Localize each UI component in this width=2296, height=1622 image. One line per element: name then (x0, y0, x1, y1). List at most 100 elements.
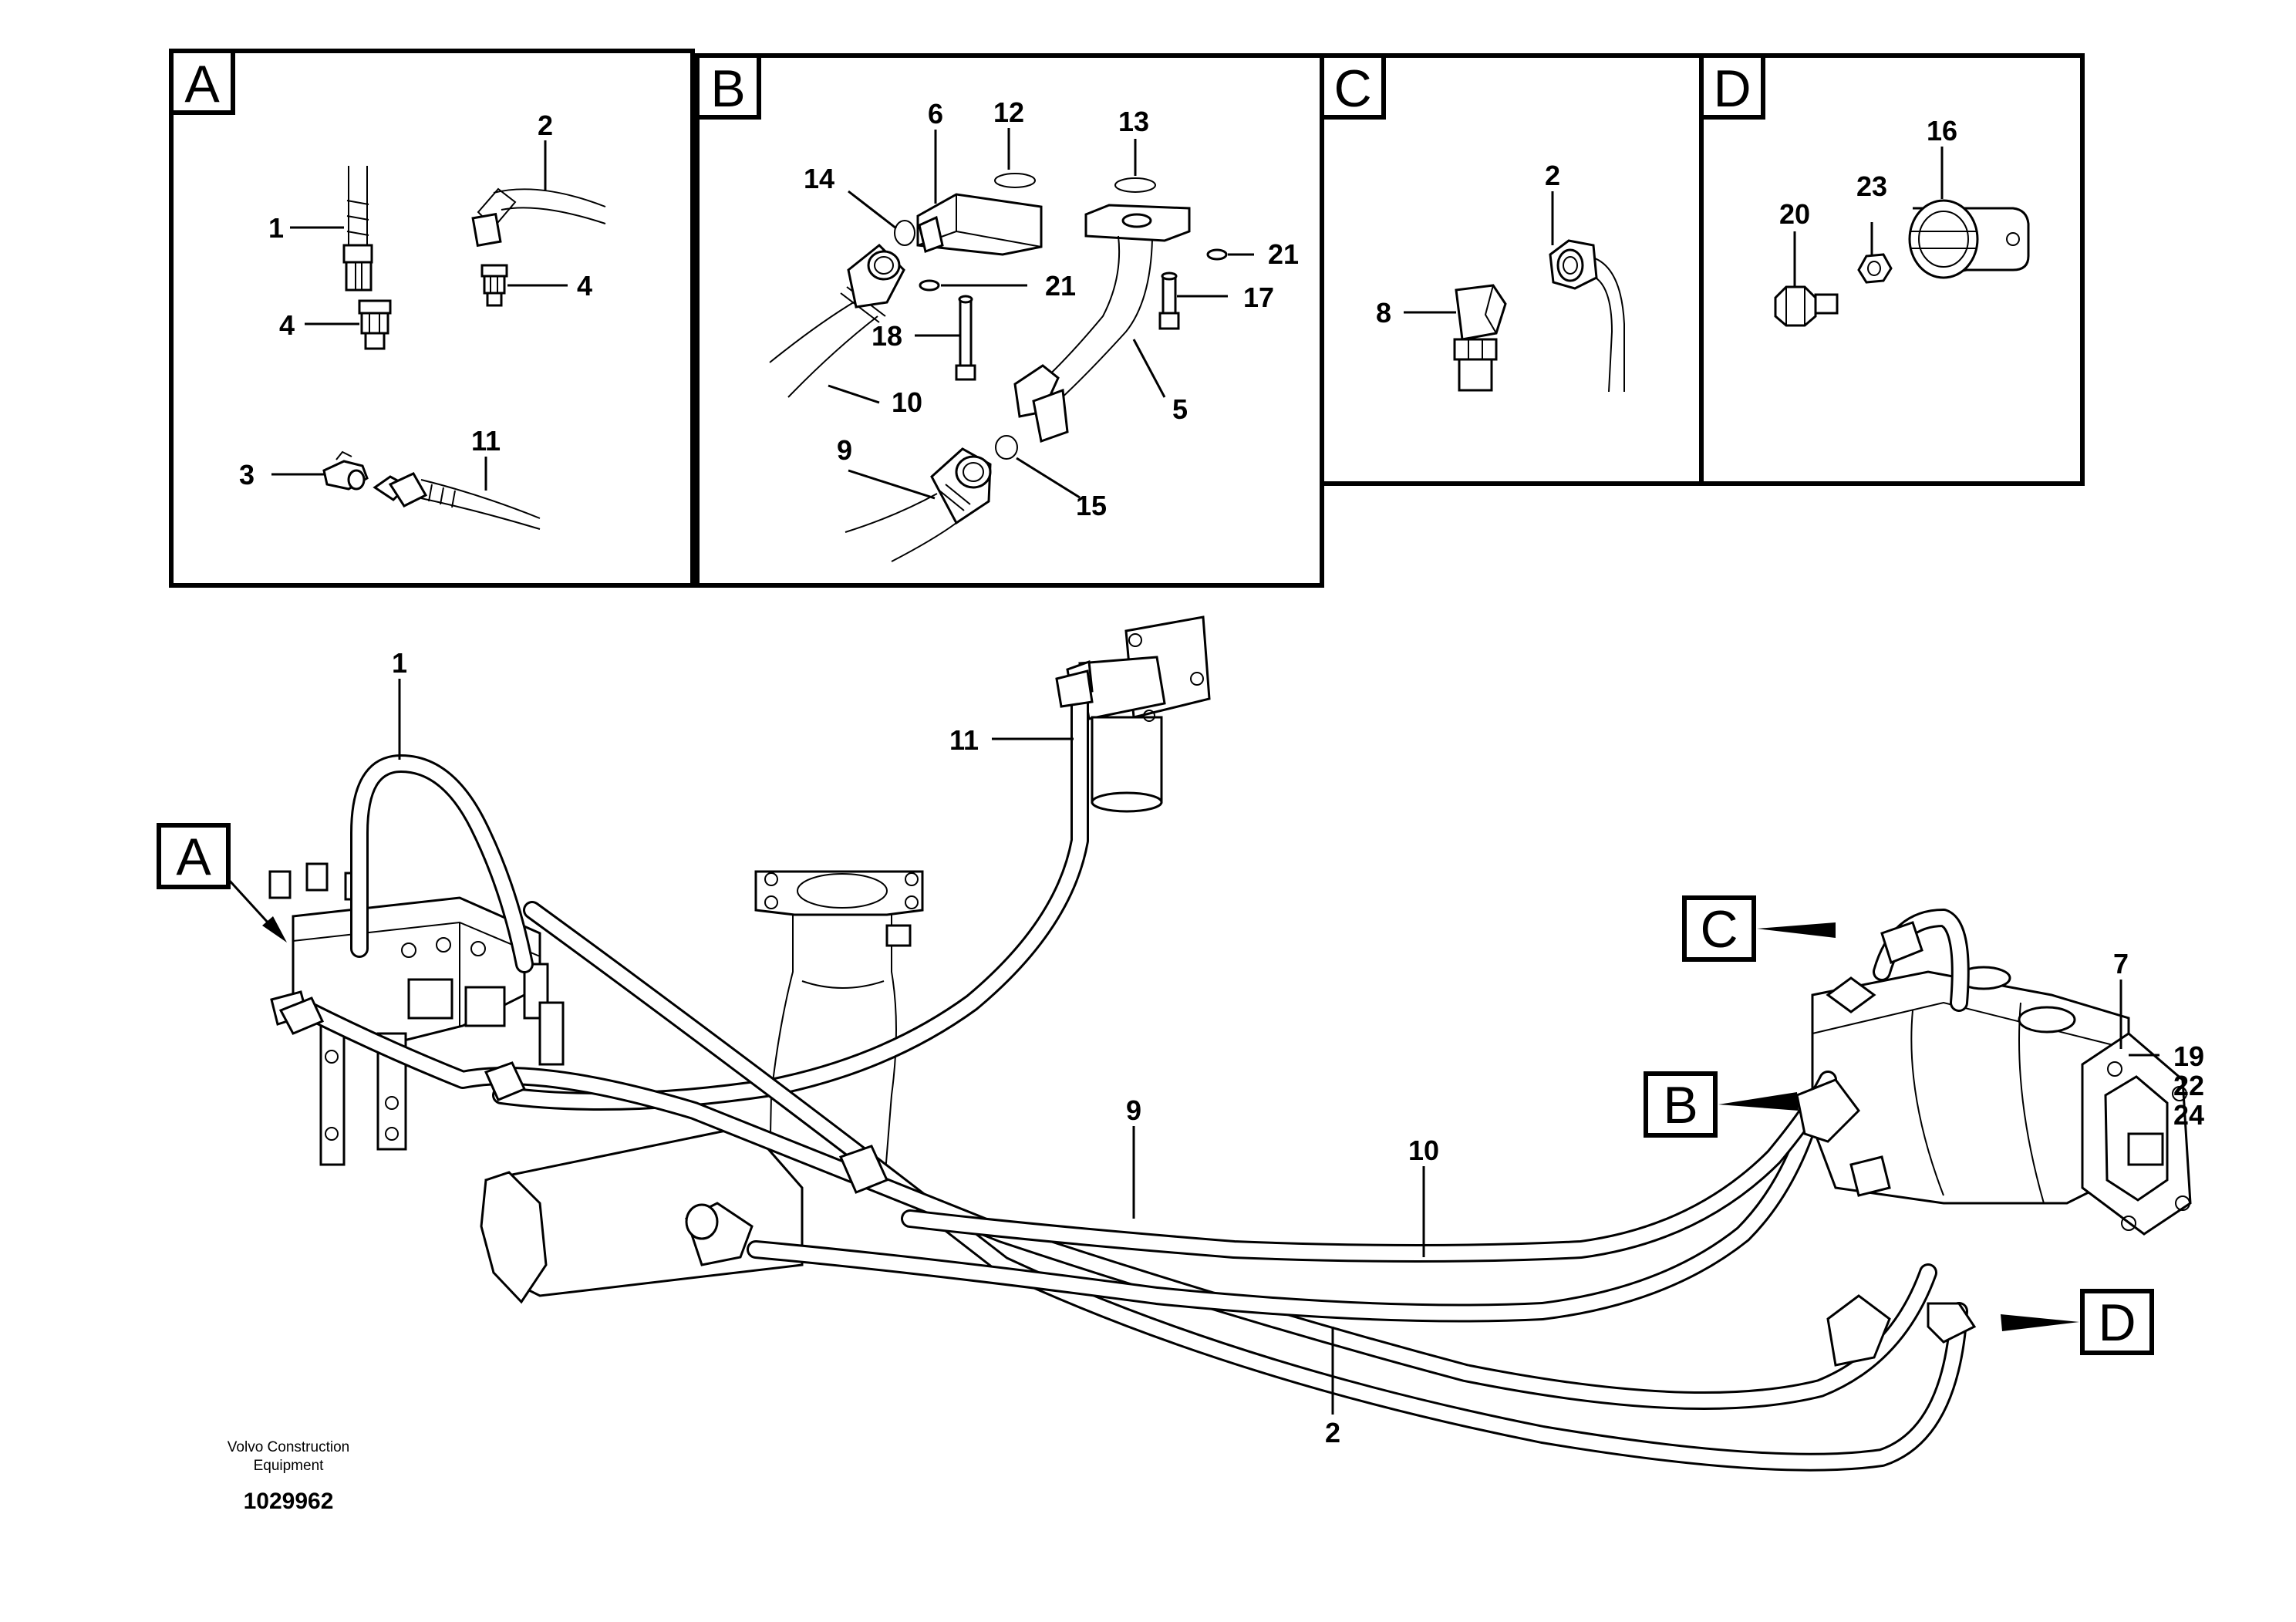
panel-b-part-6 (916, 193, 1043, 256)
panel-a-part-4-right (480, 264, 508, 307)
panel-b-label: 17 (1243, 282, 1274, 313)
panel-a-part-3 (322, 450, 369, 491)
hose-2 (523, 901, 1968, 1472)
panel-a-part-1 (342, 166, 373, 292)
panel-b-part-18 (955, 295, 976, 381)
hose-clamp-d (1927, 1302, 1977, 1344)
panel-d-part-16 (1908, 199, 2030, 279)
panel-b-label: 21 (1045, 270, 1076, 302)
callout-c-letter: C (1700, 900, 1738, 959)
callout-number: 19 (2173, 1040, 2204, 1072)
filter-fitting (1055, 669, 1094, 708)
hose-9 (747, 1101, 1822, 1323)
panel-b-label: 15 (1076, 490, 1107, 521)
panel-b-part-21-left (919, 279, 940, 292)
callout-number: 10 (1408, 1135, 1439, 1166)
hose-11 (492, 693, 1089, 1111)
panel-a-label: 4 (577, 270, 592, 302)
panel-b-letter-box (695, 53, 761, 120)
panel-d-letter: D (1713, 59, 1751, 118)
callout-number: 11 (949, 724, 979, 756)
panel-c-part-8 (1453, 284, 1507, 392)
panel-b-part-12 (994, 173, 1036, 188)
panel-b-label: 14 (804, 163, 834, 194)
panel-c-part-2 (1549, 239, 1625, 393)
panel-a-part-2 (471, 187, 606, 248)
panel-a-label: 2 (538, 110, 553, 141)
panel-a: A (169, 49, 695, 588)
hose-10 (901, 1071, 1837, 1263)
panel-b: B (695, 53, 1324, 588)
hose-fitting-nut (685, 1203, 719, 1240)
valve-fitting (278, 996, 325, 1035)
panel-a-frame (169, 49, 695, 588)
panel-b-part-10 (769, 243, 905, 398)
callout-d: D (2001, 1289, 2154, 1355)
panel-d: D 16 20 23 (1699, 53, 2085, 486)
panel-b-letter: B (710, 59, 745, 118)
pump-fitting-b (1795, 1078, 1860, 1143)
pump-fitting-lower (1826, 1294, 1891, 1367)
callout-c: C (1682, 895, 1836, 962)
panel-c-letter-box (1320, 53, 1386, 120)
panel-b-label: 18 (872, 320, 902, 352)
panel-a-label: 4 (279, 309, 295, 341)
panel-a-letter-box (169, 49, 235, 115)
central-tube (754, 870, 924, 1173)
panel-b-label: 13 (1118, 106, 1149, 137)
panel-b-label: 5 (1172, 393, 1188, 425)
panel-c-frame (1320, 53, 1704, 486)
panel-c: C 2 8 (1320, 53, 1704, 486)
panel-c-label: 8 (1376, 297, 1391, 329)
callout-a-letter: A (176, 828, 211, 886)
panel-d-label: 23 (1856, 170, 1887, 202)
panel-a-letter: A (184, 55, 220, 113)
panel-a-label: 3 (239, 459, 255, 491)
panel-b-part-13 (1114, 177, 1156, 193)
panel-d-frame (1699, 53, 2085, 486)
panel-b-label: 10 (892, 386, 922, 418)
panel-b-part-17 (1158, 271, 1180, 330)
panel-d-part-23 (1857, 253, 1893, 284)
hose-fitting (838, 1145, 889, 1194)
panel-b-label: 12 (993, 96, 1024, 128)
callout-a: A (157, 823, 287, 943)
panel-a-part-11 (373, 472, 541, 530)
valve-fitting (484, 1061, 527, 1101)
main-assembly: A B C D 1 11 7 19 22 24 (157, 615, 2204, 1472)
callout-number: 22 (2173, 1070, 2204, 1101)
filter-assembly (1066, 615, 1211, 813)
panel-d-part-20 (1774, 285, 1839, 327)
panel-a-part-4-left (358, 299, 392, 350)
callout-b: B (1644, 1071, 1799, 1138)
panel-b-label: 21 (1268, 238, 1299, 270)
footer: Volvo Construction Equipment 1029962 (228, 1439, 349, 1514)
callout-number: 1 (392, 647, 407, 679)
panel-b-part-9 (845, 447, 992, 562)
panel-b-part-14 (894, 220, 915, 246)
hydraulic-pump (1811, 966, 2192, 1236)
panel-b-label: 6 (928, 98, 943, 130)
callout-d-letter: D (2098, 1293, 2136, 1352)
panel-c-letter: C (1333, 59, 1371, 118)
hose-1 (350, 754, 534, 973)
panel-b-part-15 (995, 435, 1018, 460)
company-name-line1: Volvo Construction (228, 1439, 349, 1455)
axle-tube (480, 1125, 804, 1304)
panel-c-label: 2 (1545, 160, 1560, 191)
callout-number: 7 (2113, 948, 2129, 980)
callout-number: 2 (1325, 1417, 1340, 1448)
panel-b-label: 9 (837, 434, 852, 466)
panel-d-label: 20 (1779, 198, 1810, 230)
panel-a-label: 1 (268, 212, 284, 244)
panel-b-part-21-right (1206, 248, 1228, 261)
panel-b-part-5 (1013, 204, 1191, 443)
panel-d-label: 16 (1927, 115, 1957, 147)
company-name-line2: Equipment (254, 1458, 325, 1474)
drawing-number: 1029962 (244, 1489, 334, 1514)
panel-a-label: 11 (471, 425, 501, 457)
callout-number: 24 (2173, 1099, 2204, 1131)
callout-number: 9 (1126, 1094, 1141, 1126)
pump-fitting-c (1880, 921, 1923, 964)
